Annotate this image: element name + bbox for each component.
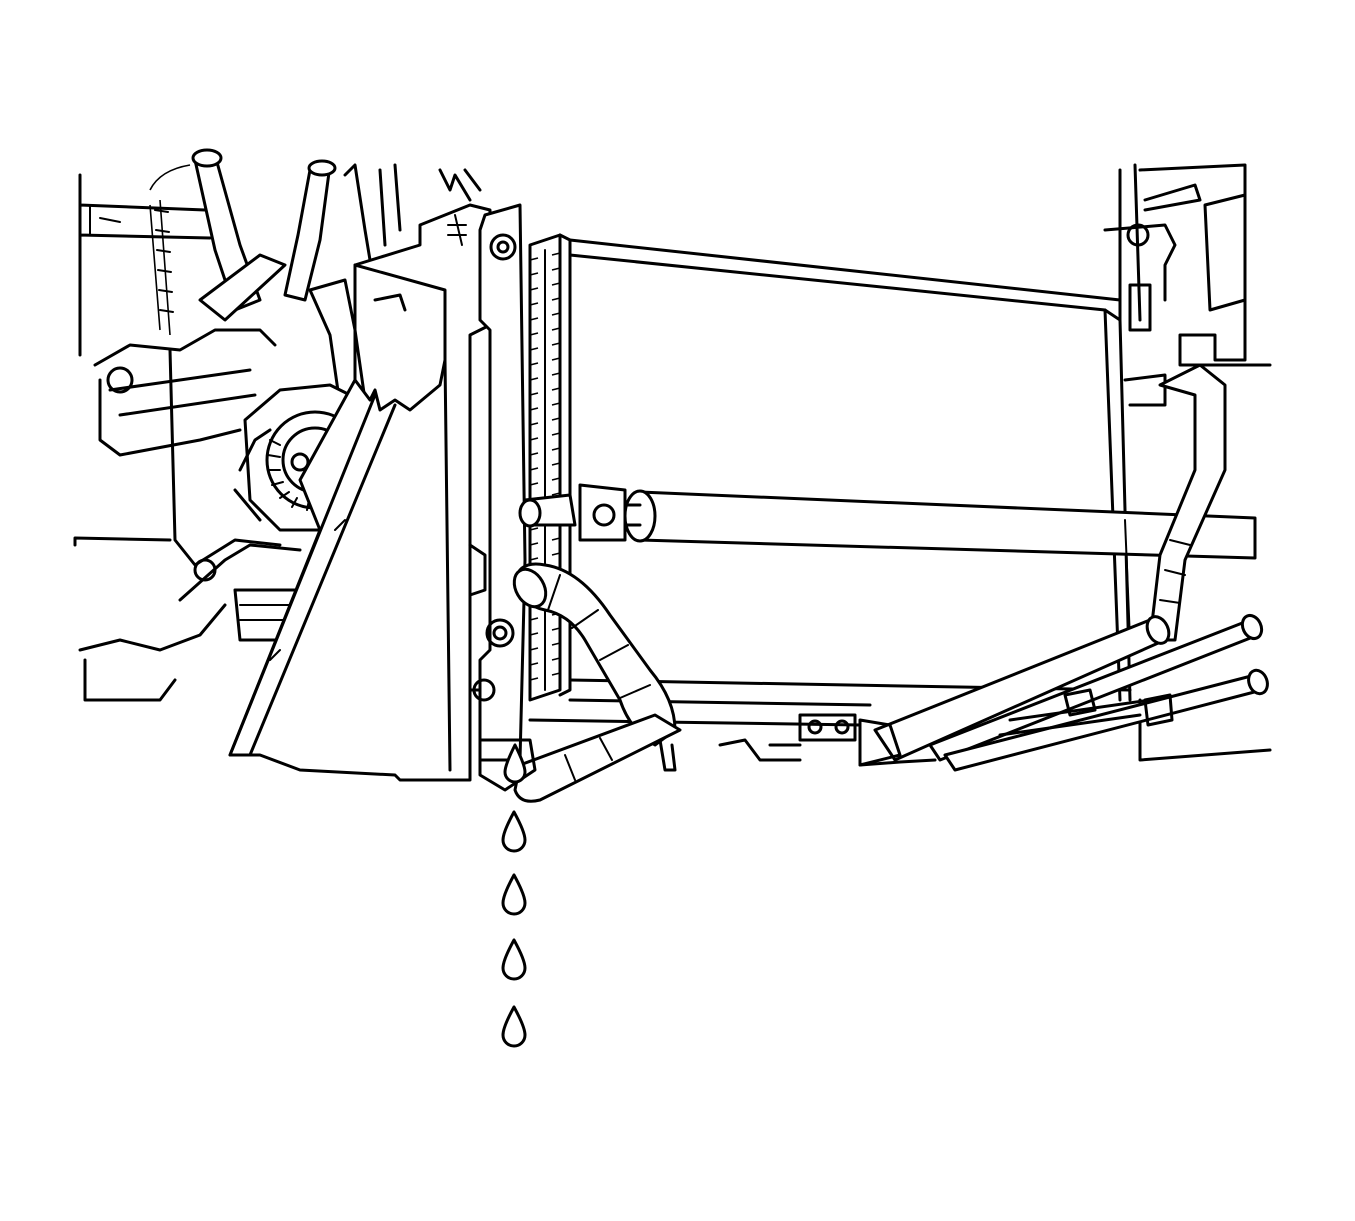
coolant-drop	[501, 873, 527, 916]
upper-left-hoses	[149, 148, 402, 407]
radiator-side-panel	[228, 168, 492, 782]
lower-radiator-hose	[512, 562, 682, 803]
horizontal-tube	[518, 483, 1257, 560]
coolant-drop	[503, 743, 527, 784]
left-engine-structure	[73, 173, 302, 702]
radiator-left-tank	[468, 203, 527, 762]
coolant-drop	[501, 1005, 527, 1048]
coolant-drops	[501, 743, 527, 1048]
right-coolant-hose	[1148, 363, 1227, 642]
cooler-lines	[718, 613, 1269, 772]
coolant-drop	[501, 938, 527, 981]
right-frame	[1103, 163, 1272, 762]
coolant-drop	[501, 810, 527, 853]
